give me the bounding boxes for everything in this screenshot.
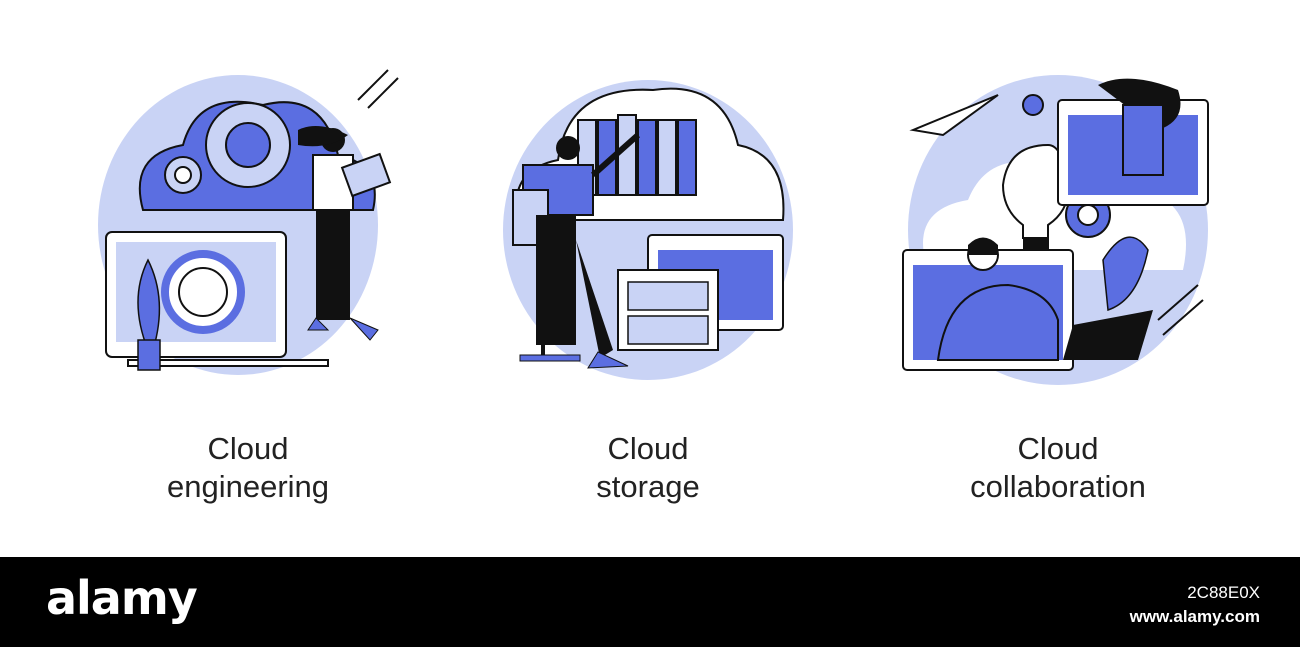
cloud-engineering-icon	[98, 69, 399, 375]
caption-line: Cloud	[1017, 431, 1099, 466]
caption-cloud-collaboration: Cloud collaboration	[898, 430, 1218, 506]
stock-info: 2C88E0X www.alamy.com	[1130, 581, 1260, 629]
cloud-collaboration-illustration	[898, 60, 1218, 390]
caption-line: collaboration	[970, 469, 1146, 504]
caption-cloud-engineering: Cloud engineering	[88, 430, 408, 506]
cloud-collaboration-icon	[902, 75, 1209, 385]
caption-line: Cloud	[207, 431, 289, 466]
cloud-engineering-illustration	[88, 60, 408, 390]
image-id: 2C88E0X	[1187, 583, 1260, 602]
caption-line: Cloud	[607, 431, 689, 466]
caption-line: engineering	[166, 469, 330, 504]
stock-footer: alamy 2C88E0X www.alamy.com	[0, 557, 1300, 647]
cloud-storage-illustration	[488, 60, 808, 390]
caption-line: storage	[596, 469, 700, 504]
alamy-logo[interactable]: alamy	[46, 571, 198, 625]
site-url[interactable]: www.alamy.com	[1129, 607, 1260, 626]
caption-cloud-storage: Cloud storage	[488, 430, 808, 506]
cloud-storage-icon	[503, 80, 793, 380]
